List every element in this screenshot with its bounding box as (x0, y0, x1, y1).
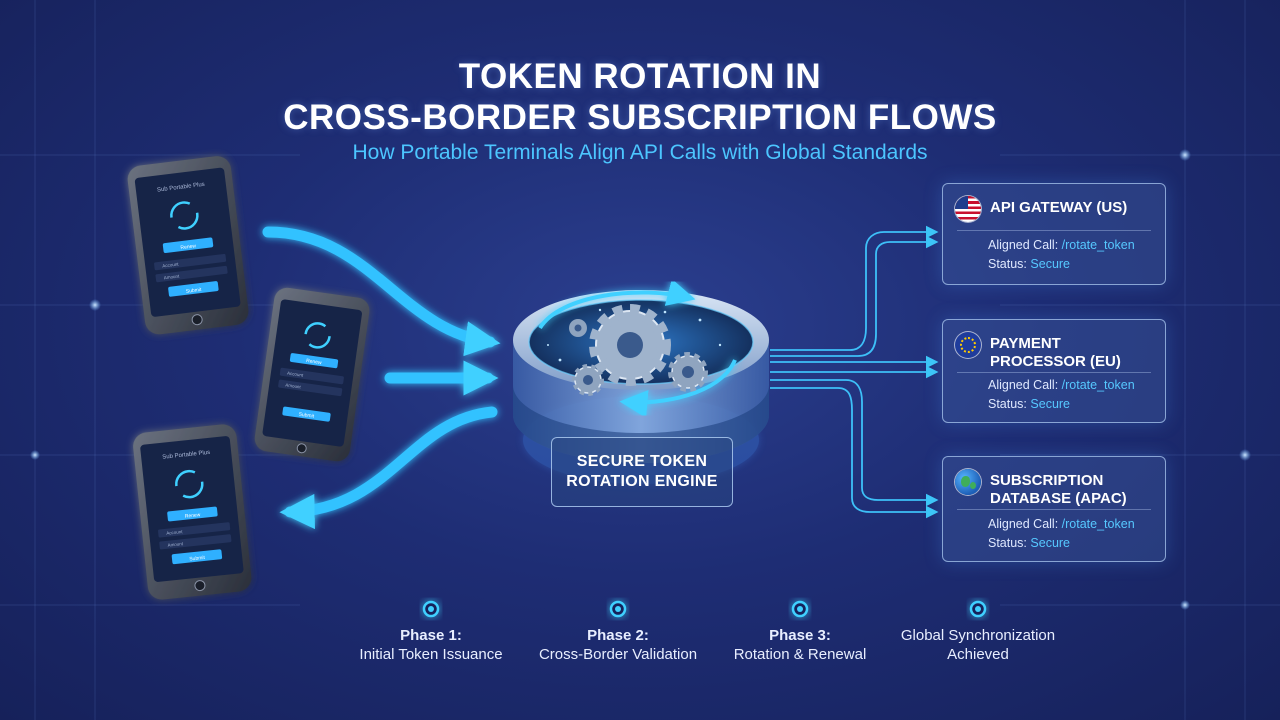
svg-text:Renew: Renew (306, 358, 323, 366)
engine-label-line-2: ROTATION ENGINE (566, 473, 718, 490)
refresh-icon (304, 322, 331, 349)
svg-text:Submit: Submit (189, 555, 206, 563)
portable-terminal-2[interactable]: Renew Account Amount Submit (253, 286, 371, 463)
card-api-gateway-us[interactable]: API GATEWAY (US) Aligned Call: /rotate_t… (942, 183, 1166, 285)
card-subscription-database-apac[interactable]: SUBSCRIPTION DATABASE (APAC) Aligned Cal… (942, 456, 1166, 562)
phone-2-submit-button[interactable] (282, 406, 331, 422)
phone-3-submit-button[interactable] (171, 549, 223, 565)
status-value: Secure (1030, 397, 1071, 411)
phone-3-renew-button[interactable] (167, 506, 218, 522)
page-title: TOKEN ROTATION IN CROSS-BORDER SUBSCRIPT… (0, 56, 1280, 138)
timeline-node-1 (422, 600, 440, 618)
svg-text:Amount: Amount (167, 541, 184, 548)
svg-text:Amount: Amount (164, 273, 181, 280)
aligned-call-line: Aligned Call: /rotate_token (988, 378, 1135, 392)
phone-1-submit-button[interactable] (168, 281, 219, 297)
status-line: Status: Secure (988, 397, 1071, 411)
svg-text:Account: Account (287, 371, 305, 378)
svg-text:Submit: Submit (186, 287, 203, 295)
svg-text:Account: Account (162, 261, 179, 268)
timeline-node-3 (791, 600, 809, 618)
card-payment-processor-eu[interactable]: PAYMENT PROCESSOR (EU) Aligned Call: /ro… (942, 319, 1166, 423)
link-apac-2 (770, 387, 939, 519)
svg-text:Amount: Amount (285, 382, 302, 389)
timeline-phase-3: Phase 3: Rotation & Renewal (733, 627, 867, 663)
svg-text:Account: Account (166, 529, 183, 536)
status-line: Status: Secure (988, 536, 1071, 550)
timeline (336, 600, 987, 618)
phone-3-app-title: Sub Portable Plus (162, 450, 210, 461)
aligned-call-value: /rotate_token (1061, 517, 1135, 531)
status-value: Secure (1030, 536, 1071, 550)
refresh-icon (170, 201, 199, 230)
svg-text:Renew: Renew (185, 512, 201, 520)
page-subtitle: How Portable Terminals Align API Calls w… (352, 141, 928, 164)
us-flag-icon (955, 196, 981, 222)
title-line-1: TOKEN ROTATION IN (458, 57, 822, 96)
globe-icon (955, 469, 981, 495)
timeline-phase-1: Phase 1: Initial Token Issuance (359, 627, 503, 663)
phone-1-app-title: Sub Portable Plus (157, 182, 205, 194)
timeline-node-2 (609, 600, 627, 618)
link-apac-1 (770, 379, 939, 507)
title-line-2: CROSS-BORDER SUBSCRIPTION FLOWS (283, 98, 997, 137)
aligned-call-line: Aligned Call: /rotate_token (988, 238, 1135, 252)
status-value: Secure (1030, 257, 1071, 271)
link-us-2 (770, 235, 939, 357)
engine-label-line-1: SECURE TOKEN (576, 453, 708, 470)
timeline-node-4 (969, 600, 987, 618)
phone-2-renew-button[interactable] (289, 353, 339, 369)
link-us-1 (770, 225, 939, 351)
arrow-in-top (262, 226, 501, 357)
refresh-icon (175, 469, 204, 499)
card-title: PAYMENT PROCESSOR (EU) (990, 335, 1121, 370)
engine-label: SECURE TOKEN ROTATION ENGINE (551, 437, 733, 507)
timeline-phase-2: Phase 2: Cross-Border Validation (538, 627, 698, 663)
phone-1-renew-button[interactable] (162, 237, 214, 254)
gear-icon (569, 304, 708, 396)
arrow-out-bottom (279, 406, 498, 530)
portable-terminal-1[interactable]: Sub Portable Plus Renew Account Amount S… (126, 155, 250, 336)
aligned-call-value: /rotate_token (1061, 378, 1135, 392)
portable-terminal-3[interactable]: Sub Portable Plus Renew Account Amount S… (132, 423, 253, 601)
status-line: Status: Secure (988, 257, 1071, 271)
card-title: API GATEWAY (US) (990, 199, 1128, 216)
aligned-call-value: /rotate_token (1061, 238, 1135, 252)
eu-flag-icon (955, 332, 981, 358)
card-title: SUBSCRIPTION DATABASE (APAC) (990, 472, 1127, 507)
aligned-call-line: Aligned Call: /rotate_token (988, 517, 1135, 531)
timeline-phase-4: Global Synchronization Achieved (900, 627, 1056, 663)
svg-text:Submit: Submit (298, 412, 315, 420)
svg-text:Renew: Renew (180, 243, 197, 251)
